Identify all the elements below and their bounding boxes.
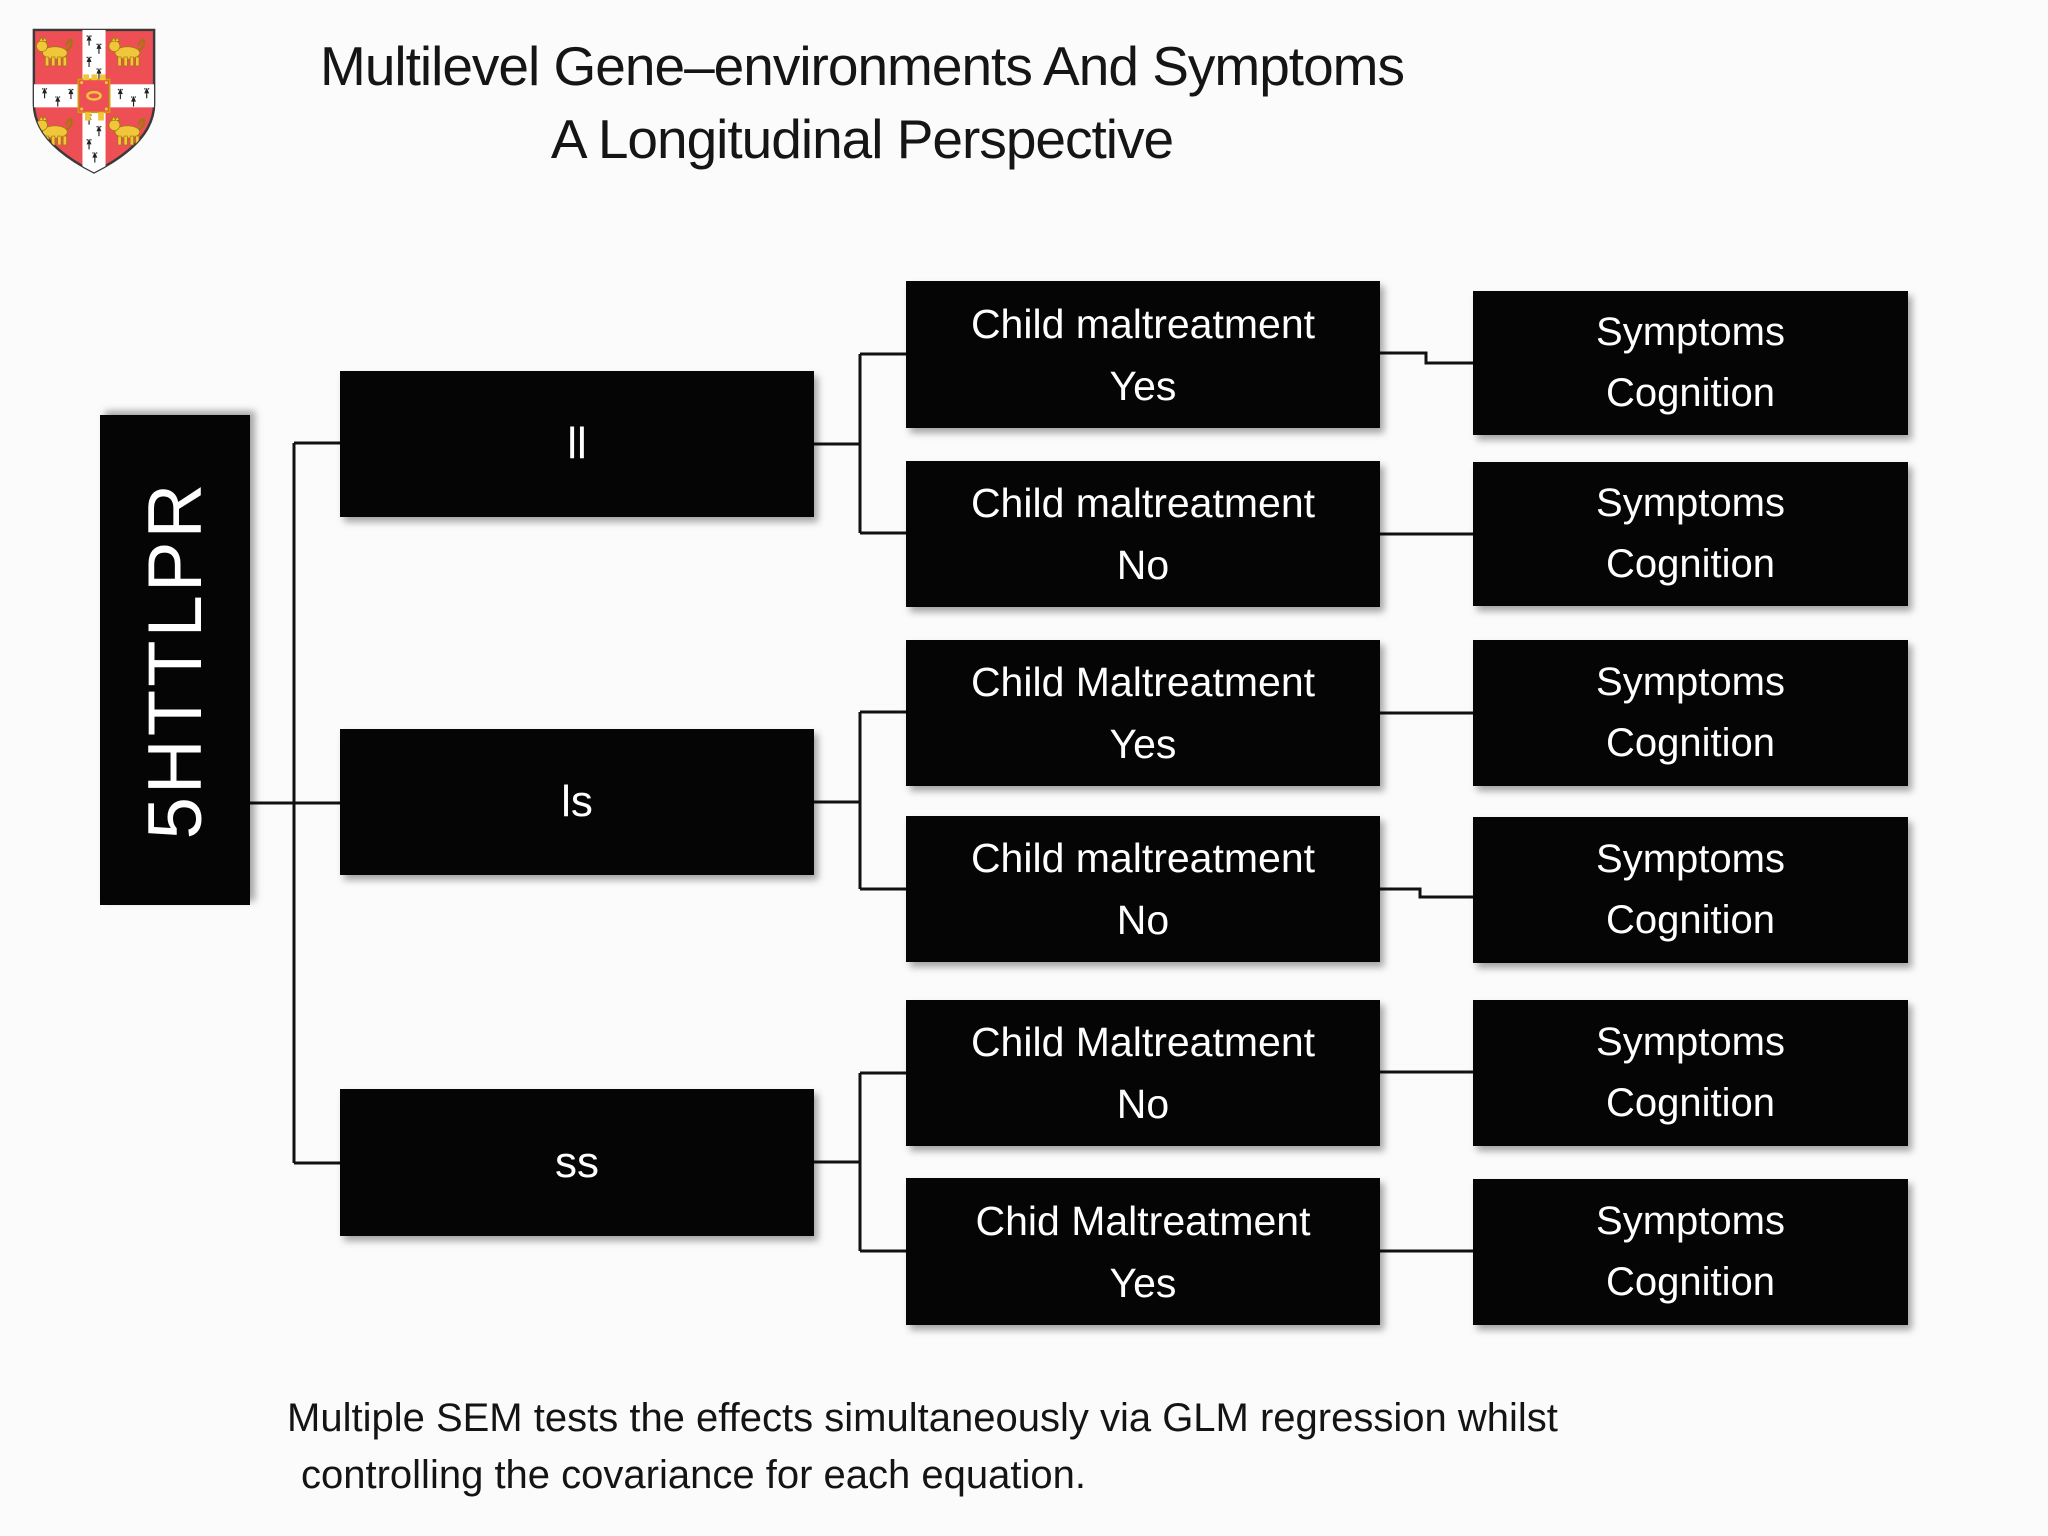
outcome-line-1: Symptoms [1596, 1199, 1785, 1243]
genotype-label: ls [561, 777, 593, 826]
root-node-5httlpr: 5HTTLPR [100, 415, 250, 905]
outcome-line-1: Symptoms [1596, 837, 1785, 881]
exposure-line-1: Child maltreatment [970, 300, 1316, 347]
genotype-node-ll: ll [340, 371, 814, 517]
footer-note: Multiple SEM tests the effects simultane… [287, 1390, 1787, 1504]
exposure-line-2: Yes [1109, 1259, 1177, 1306]
outcome-line-1: Symptoms [1596, 310, 1785, 354]
outcome-line-1: Symptoms [1596, 481, 1785, 525]
outcome-node-2: Symptoms Cognition [1473, 462, 1908, 606]
exposure-line-2: No [1116, 542, 1170, 588]
genotype-label: ll [567, 419, 587, 468]
outcome-line-1: Symptoms [1596, 660, 1785, 704]
exposure-line-1: Child Maltreatment [970, 1019, 1316, 1065]
outcome-line-2: Cognition [1605, 371, 1775, 415]
university-crest-logo [32, 28, 156, 174]
outcome-node-6: Symptoms Cognition [1473, 1179, 1908, 1325]
exposure-line-2: Yes [1109, 362, 1177, 409]
exposure-node-ll-no: Child maltreatment No [906, 461, 1380, 607]
outcome-node-4: Symptoms Cognition [1473, 817, 1908, 963]
outcome-line-2: Cognition [1605, 1260, 1775, 1304]
outcome-node-1: Symptoms Cognition [1473, 291, 1908, 435]
exposure-line-1: Child Maltreatment [970, 659, 1316, 705]
outcome-node-3: Symptoms Cognition [1473, 640, 1908, 786]
exposure-line-2: No [1116, 1081, 1170, 1127]
exposure-line-1: Child maltreatment [970, 480, 1316, 526]
slide-title: Multilevel Gene–environments And Symptom… [162, 30, 1562, 176]
genotype-node-ss: ss [340, 1089, 814, 1236]
footer-line-2: controlling the covariance for each equa… [301, 1453, 1086, 1497]
outcome-line-1: Symptoms [1596, 1020, 1785, 1064]
title-line-2: A Longitudinal Perspective [550, 108, 1174, 170]
genotype-node-ls: ls [340, 729, 814, 875]
title-line-1: Multilevel Gene–environments And Symptom… [320, 35, 1405, 97]
exposure-line-1: Child maltreatment [970, 835, 1316, 881]
exposure-node-ll-yes: Child maltreatment Yes [906, 281, 1380, 428]
outcome-line-2: Cognition [1605, 721, 1775, 765]
exposure-line-2: Yes [1109, 721, 1177, 767]
exposure-node-ls-yes: Child Maltreatment Yes [906, 640, 1380, 786]
outcome-line-2: Cognition [1605, 1081, 1775, 1125]
exposure-line-1: Chid Maltreatment [975, 1197, 1311, 1244]
footer-line-1: Multiple SEM tests the effects simultane… [287, 1396, 1558, 1440]
root-label: 5HTTLPR [132, 480, 218, 840]
genotype-label: ss [555, 1137, 599, 1187]
exposure-node-ss-no: Child Maltreatment No [906, 1000, 1380, 1146]
outcome-line-2: Cognition [1605, 542, 1775, 586]
exposure-node-ss-yes: Chid Maltreatment Yes [906, 1178, 1380, 1325]
outcome-node-5: Symptoms Cognition [1473, 1000, 1908, 1146]
exposure-line-2: No [1116, 897, 1170, 943]
outcome-line-2: Cognition [1605, 898, 1775, 942]
exposure-node-ls-no: Child maltreatment No [906, 816, 1380, 962]
